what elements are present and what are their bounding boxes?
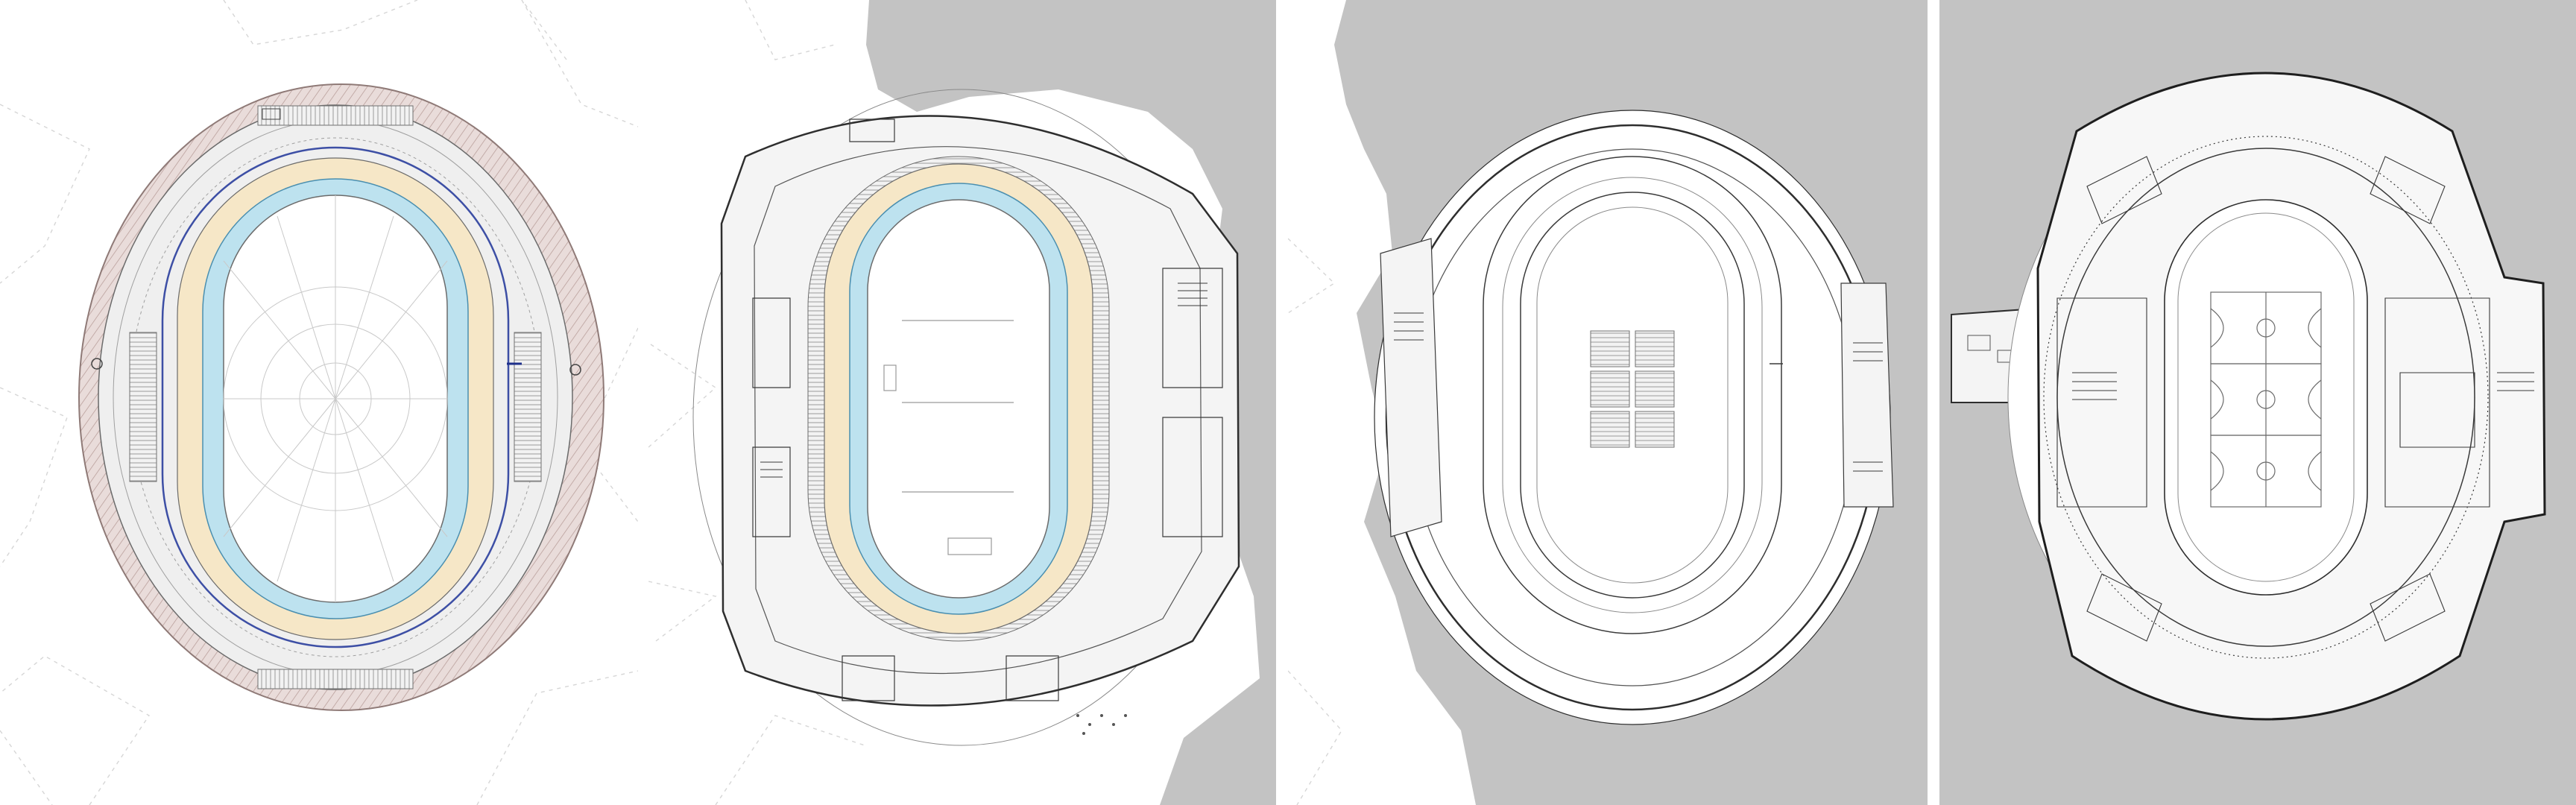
seating-block-icon — [514, 332, 542, 482]
stadium-intermediate-plan — [1374, 110, 1894, 725]
stadium-track-level-plan — [692, 89, 1240, 746]
basketball-court-icon — [2210, 435, 2322, 508]
stadium-roof-plan — [78, 83, 604, 711]
seating-block-icon — [129, 332, 157, 482]
site-context-lines — [648, 0, 865, 805]
stair-icon — [2072, 372, 2534, 400]
basketball-court-icon — [2210, 291, 2322, 364]
roof-lattice — [223, 195, 448, 602]
plan-panel-4 — [1939, 0, 2576, 805]
seating-block-icon — [1590, 330, 1675, 448]
stair-icon — [760, 282, 1208, 478]
site-context-lines — [1288, 238, 1342, 805]
panel-separator — [1928, 0, 1939, 805]
terrain-gray — [866, 0, 1276, 805]
stair-icon — [1394, 312, 1883, 472]
plan-panel-1 — [0, 0, 638, 805]
panel-separator — [638, 0, 648, 805]
panel-separator — [1276, 0, 1288, 805]
plan-panel-2 — [648, 0, 1276, 805]
seating-block-icon — [257, 669, 414, 689]
seating-block-icon — [257, 105, 414, 126]
stadium-lower-plan — [1951, 72, 2546, 721]
plan-panel-3 — [1288, 0, 1928, 805]
